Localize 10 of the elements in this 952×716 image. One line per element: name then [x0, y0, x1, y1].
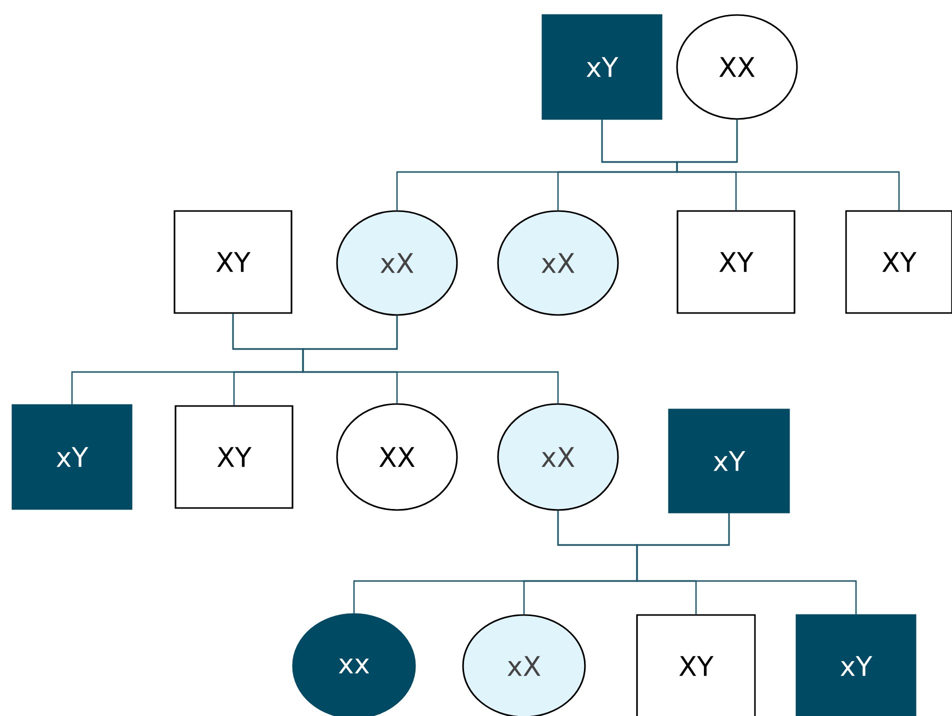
pedigree-line	[636, 513, 857, 614]
affected-male-square: xY	[668, 408, 790, 514]
pedigree-line	[676, 120, 900, 210]
affected-male-square: xY	[796, 614, 916, 716]
male-square: XY	[676, 210, 796, 314]
affected-male-square: xY	[542, 14, 662, 120]
male-square: XY	[174, 405, 294, 509]
pedigree-line	[302, 316, 559, 404]
affected-male-square: xY	[12, 404, 132, 510]
male-square: XY	[174, 210, 292, 314]
